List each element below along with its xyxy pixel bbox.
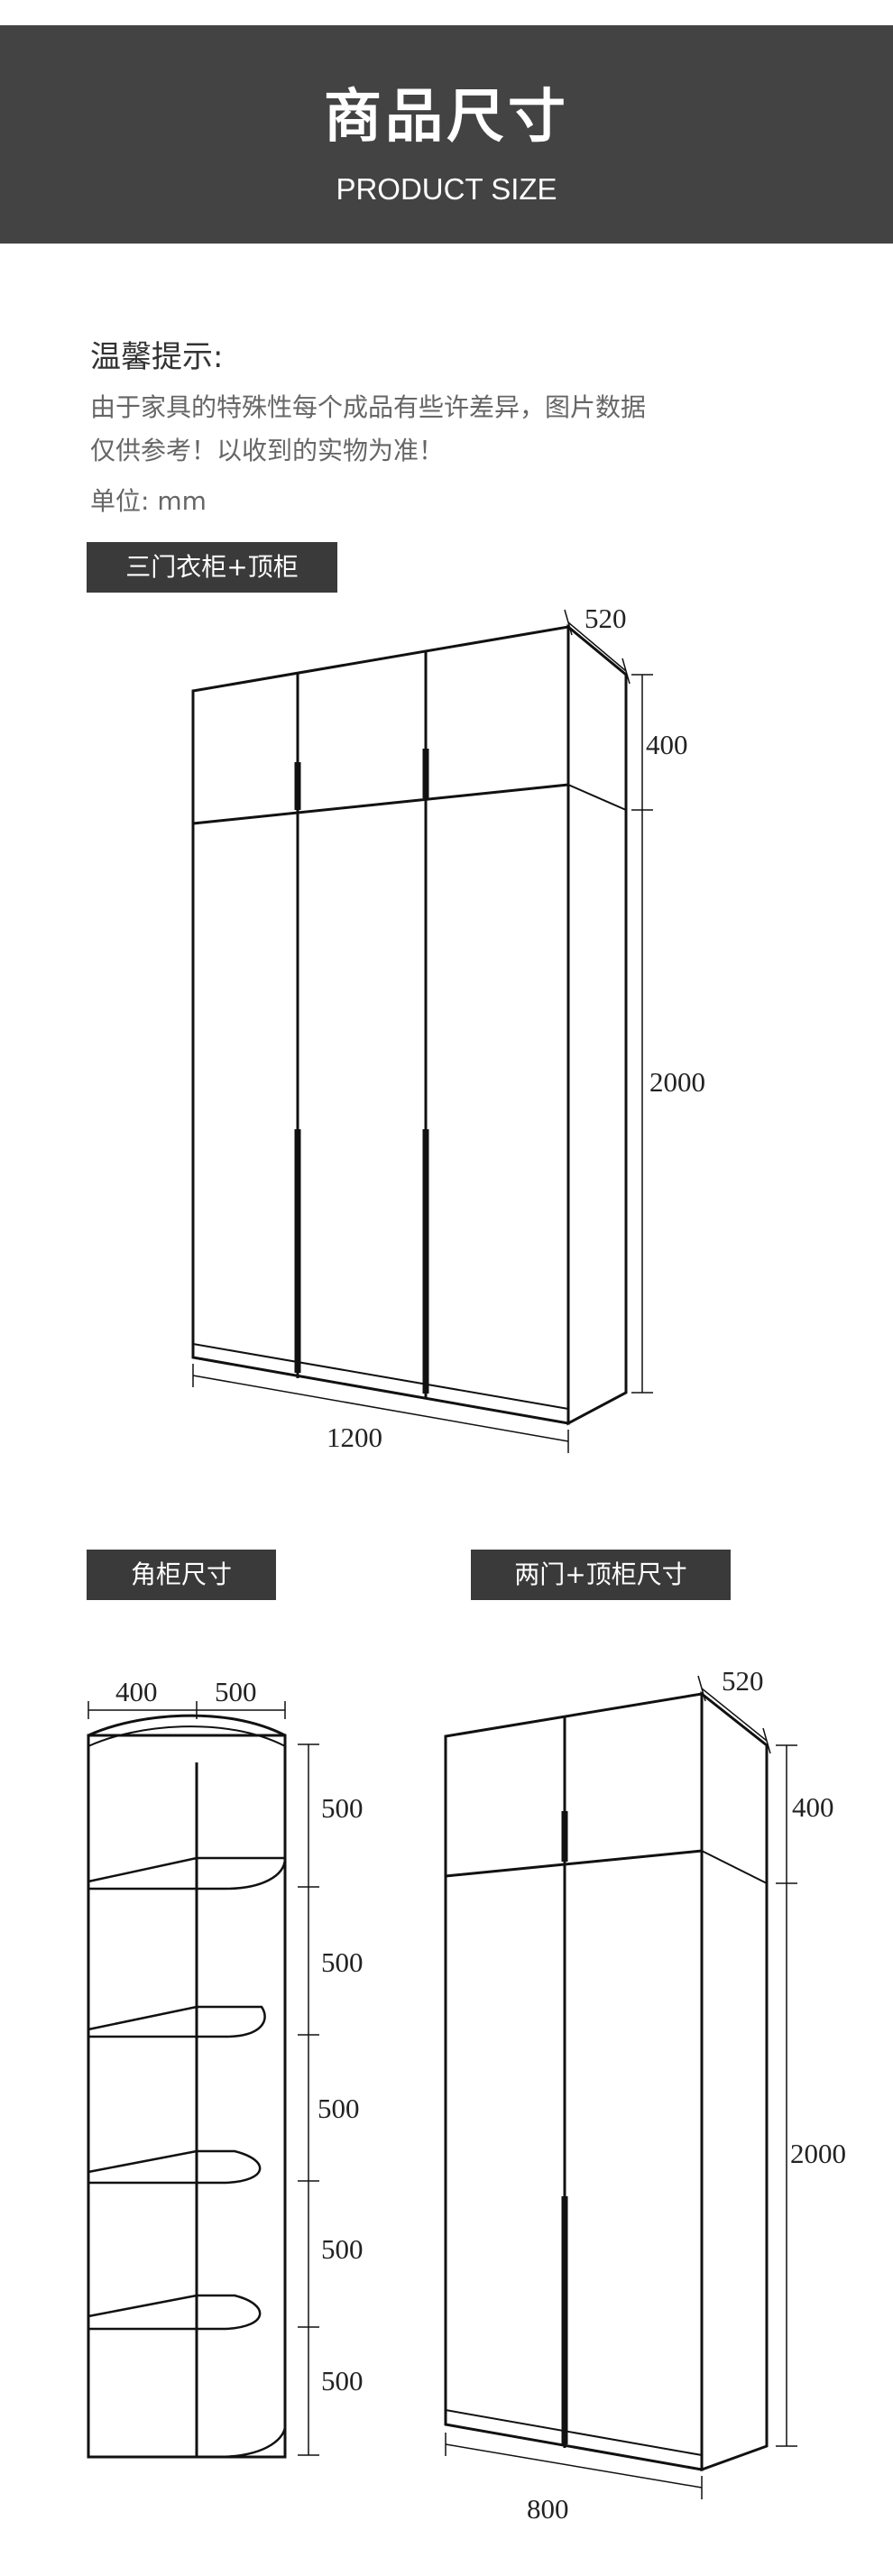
three-door-label: 三门衣柜+顶柜 bbox=[87, 542, 337, 593]
two-door-width-dim: 800 bbox=[527, 2493, 569, 2525]
two-door-depth-dim: 520 bbox=[722, 1665, 764, 1697]
three-door-wardrobe-drawing bbox=[191, 609, 653, 1453]
three-door-width-dim: 1200 bbox=[327, 1421, 382, 1453]
three-door-main-height-dim: 2000 bbox=[649, 1066, 705, 1098]
three-door-top-height-dim: 400 bbox=[646, 729, 688, 760]
corner-shelf-dim: 500 bbox=[321, 2365, 364, 2397]
corner-shelf-dim: 500 bbox=[318, 2093, 360, 2124]
page-subtitle: PRODUCT SIZE bbox=[336, 172, 557, 206]
page-title: 商品尺寸 bbox=[324, 84, 569, 151]
corner-width-b-dim: 500 bbox=[215, 1676, 257, 1707]
header-band: 商品尺寸 PRODUCT SIZE bbox=[0, 25, 893, 244]
three-door-depth-dim: 520 bbox=[585, 603, 627, 634]
corner-cabinet-drawing bbox=[87, 1701, 319, 2459]
two-door-label: 两门+顶柜尺寸 bbox=[471, 1550, 731, 1600]
two-door-wardrobe-drawing bbox=[444, 1675, 797, 2499]
tip-title: 温馨提示: bbox=[90, 339, 224, 375]
tip-line: 仅供参考！以收到的实物为准！ bbox=[90, 436, 445, 465]
two-door-main-height-dim: 2000 bbox=[790, 2138, 846, 2169]
corner-cabinet-label: 角柜尺寸 bbox=[87, 1550, 276, 1600]
corner-shelf-dim: 500 bbox=[321, 1792, 364, 1824]
corner-width-a-dim: 400 bbox=[115, 1676, 158, 1707]
corner-shelf-dim: 500 bbox=[321, 1946, 364, 1978]
corner-shelf-dim: 500 bbox=[321, 2233, 364, 2265]
unit-note: 单位: mm bbox=[90, 486, 207, 516]
tip-line: 由于家具的特殊性每个成品有些许差异，图片数据 bbox=[90, 392, 647, 422]
two-door-top-height-dim: 400 bbox=[792, 1791, 834, 1823]
